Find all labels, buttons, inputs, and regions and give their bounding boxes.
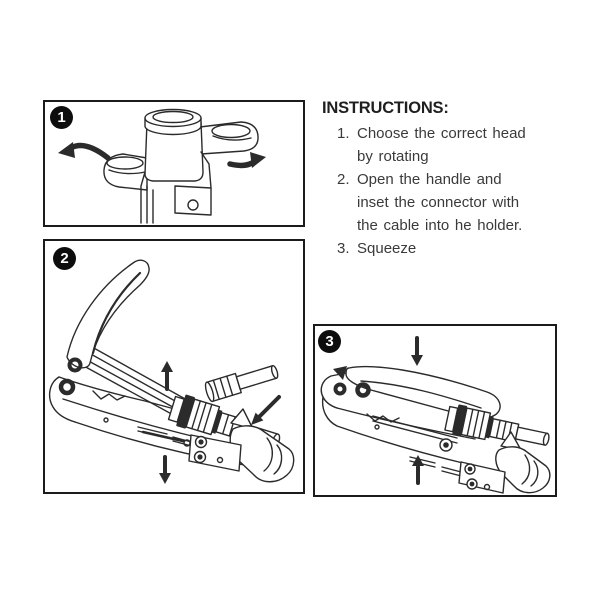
panel-step-1: 1 [43, 100, 305, 227]
step-3-line-1: Squeeze [357, 240, 417, 257]
step-2-number: 2. [337, 171, 350, 188]
instructions-list: 1. Choose the correct head by rotating 2… [322, 122, 574, 260]
insert-connector-arrow-icon [251, 395, 281, 425]
tool-body-drawing [320, 372, 486, 478]
panel-step-3: 3 [313, 324, 557, 497]
body-pivot-ring [58, 378, 76, 396]
step-1-badge: 1 [50, 106, 73, 129]
step-1-badge-number: 1 [57, 109, 66, 126]
connector-holder-drawing [458, 431, 551, 494]
tool-head-drawing [103, 108, 259, 224]
handle-pivot-ring [355, 382, 371, 398]
rotating-head-drawing [58, 108, 266, 224]
handle-pivot-ring [67, 357, 83, 373]
instructions-block: INSTRUCTIONS: 1. Choose the correct head… [322, 99, 574, 260]
body-pivot-ring [333, 382, 347, 396]
step-2-line-1: Open the handle and [357, 171, 502, 188]
rotate-left-arrow-icon [58, 142, 111, 161]
down-arrow-icon [159, 455, 171, 484]
instructions-title: INSTRUCTIONS: [322, 99, 449, 117]
instruction-step-3: 3. Squeeze [337, 237, 574, 260]
step-2-badge-number: 2 [60, 250, 69, 267]
connector-holder-drawing [188, 408, 295, 483]
coax-connector-drawing [204, 364, 279, 403]
up-arrow-icon [161, 361, 173, 391]
instruction-step-2: 2. Open the handle and inset the connect… [337, 168, 574, 237]
rotate-right-arrow-icon [227, 152, 266, 169]
open-tool-drawing [48, 259, 295, 484]
step-2-line-3: the cable into he holder. [357, 217, 523, 234]
panel-step-2: 2 [43, 239, 305, 494]
step-2-badge: 2 [53, 247, 76, 270]
instruction-step-1: 1. Choose the correct head by rotating [337, 122, 574, 168]
compression-head-drawing [444, 404, 550, 446]
step-1-line-1: Choose the correct head [357, 125, 526, 142]
step-1-number: 1. [337, 125, 350, 142]
closed-tool-drawing [320, 336, 551, 494]
step-3-badge-number: 3 [325, 333, 334, 350]
press-down-arrow-icon [411, 336, 423, 366]
press-up-arrow-icon [412, 455, 424, 485]
tool-handle-open-drawing [66, 259, 150, 369]
step-2-line-2: inset the connector with [357, 194, 520, 211]
step-1-line-2: by rotating [357, 148, 429, 165]
step-3-badge: 3 [318, 330, 341, 353]
step-3-number: 3. [337, 240, 350, 257]
